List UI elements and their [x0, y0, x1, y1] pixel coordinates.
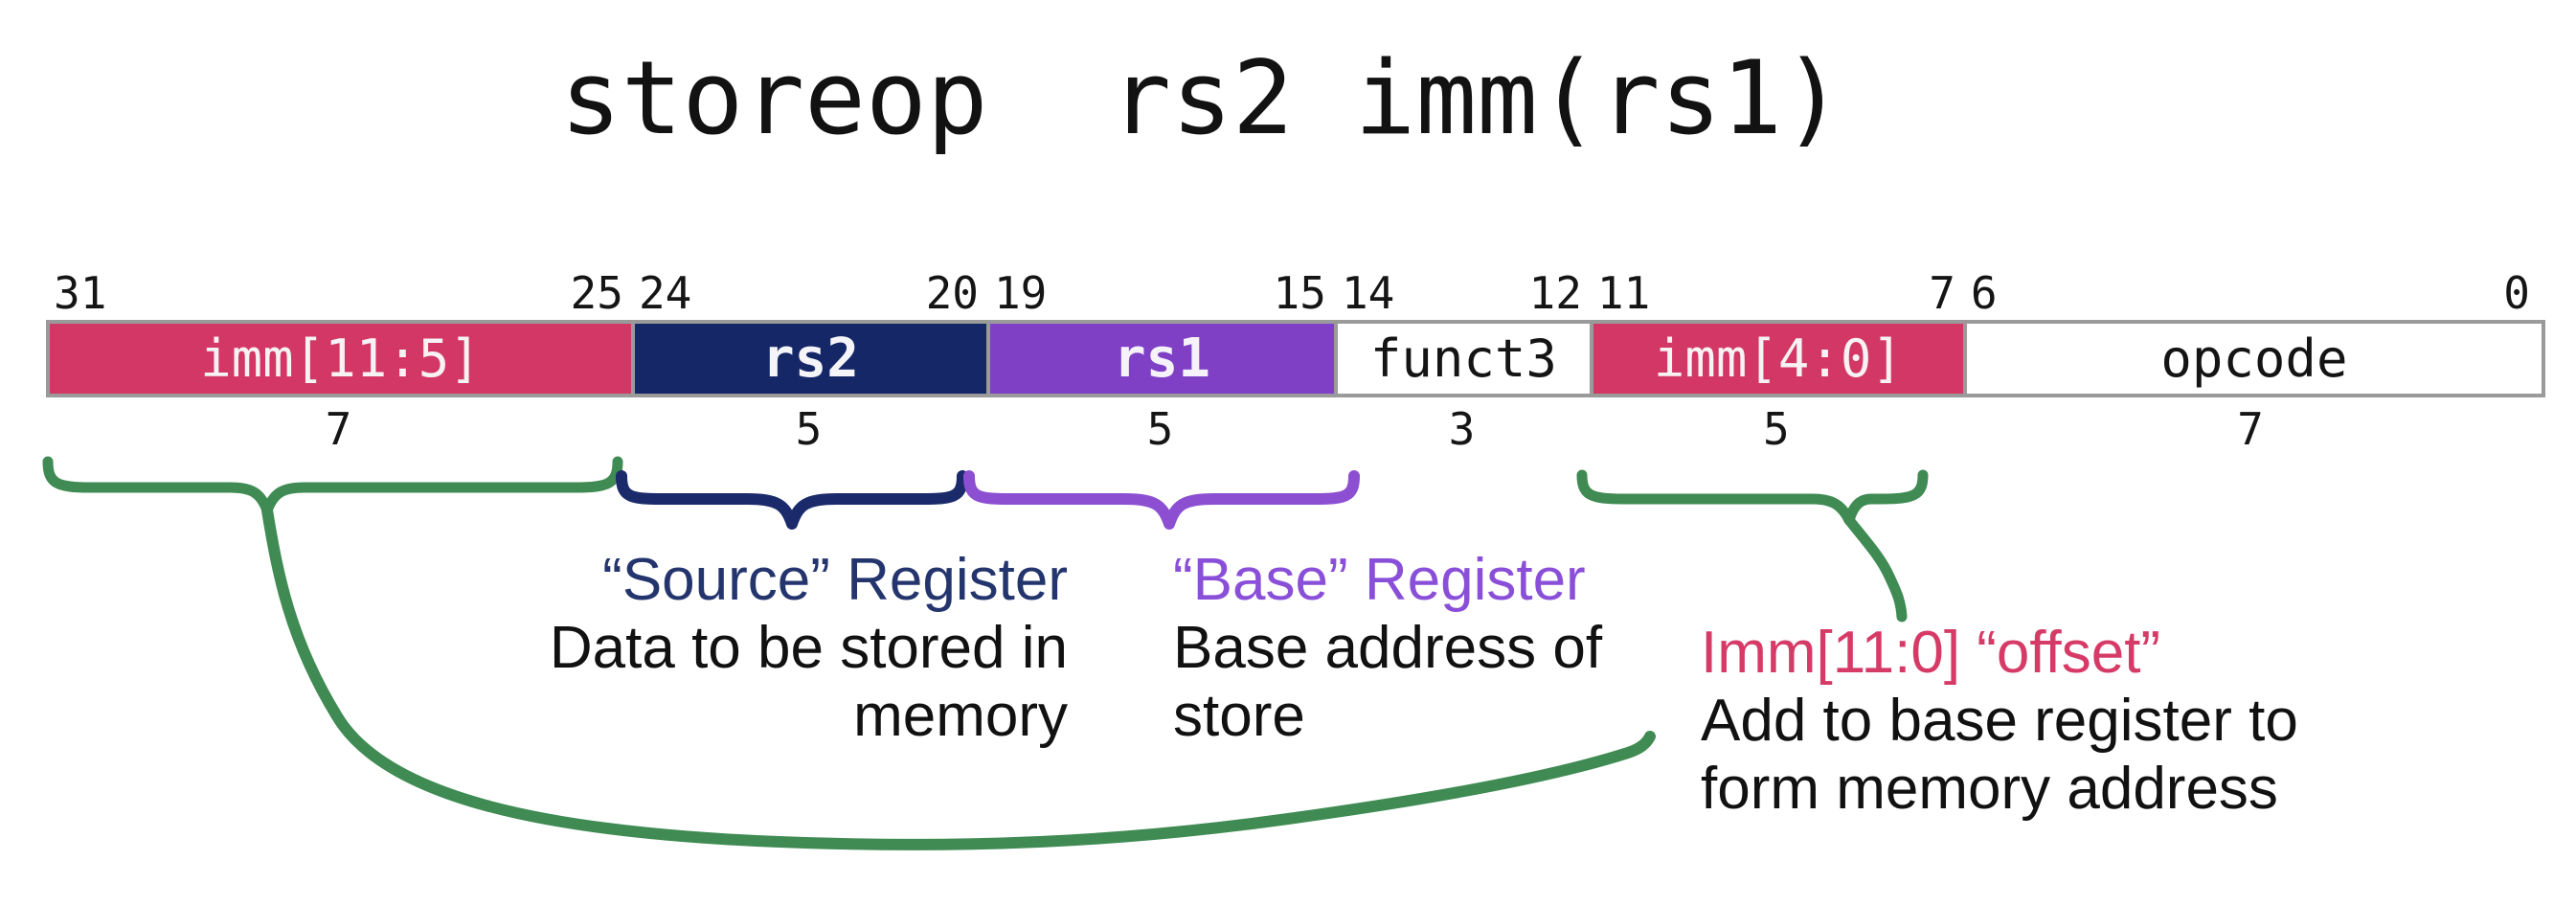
base-register-heading: “Base” Register [1173, 547, 1586, 613]
bit-range-funct3: 14 12 [1334, 270, 1590, 320]
bit-high: 24 [638, 267, 692, 319]
annotation-source-register: “Source” Register Data to be stored in m… [550, 546, 1068, 750]
bit-range-rs2: 24 20 [631, 270, 986, 320]
bit-range-rs1: 19 15 [986, 270, 1334, 320]
bit-low: 20 [925, 267, 979, 319]
width-opcode: 7 [2237, 403, 2264, 455]
bit-low: 0 [2503, 267, 2530, 319]
navy-brace-rs2 [616, 470, 968, 530]
bit-high: 31 [54, 267, 107, 319]
green-brace-imm11-5-left [42, 456, 273, 516]
green-brace-imm4-0-tail [1843, 514, 1908, 623]
field-opcode: opcode [1966, 324, 2542, 394]
width-funct3: 3 [1448, 403, 1476, 455]
field-funct3: funct3 [1337, 324, 1593, 394]
bit-low: 25 [570, 267, 623, 319]
bit-width-row: 7 5 5 3 5 7 [46, 405, 2538, 455]
base-register-line2: store [1173, 683, 1305, 749]
width-rs1: 5 [1146, 403, 1174, 455]
green-brace-imm11-5-right [261, 456, 623, 516]
annotation-base-register: “Base” Register Base address of store [1173, 546, 1602, 750]
width-rs2: 5 [795, 403, 823, 455]
bit-high: 6 [1970, 267, 1998, 319]
width-imm11-5: 7 [325, 403, 352, 455]
field-row: imm[11:5] rs2 rs1 funct3 imm[4:0] opcode [46, 320, 2545, 397]
green-brace-imm4-0-right [1843, 469, 1929, 526]
source-register-heading: “Source” Register [602, 547, 1068, 613]
imm-offset-line2: form memory address [1701, 756, 2278, 822]
bit-range-imm4-0: 11 7 [1590, 270, 1963, 320]
field-imm11-5: imm[11:5] [50, 324, 635, 394]
base-register-line1: Base address of [1173, 615, 1603, 681]
green-brace-imm4-0-left [1576, 469, 1855, 526]
bit-range-opcode: 6 0 [1963, 270, 2538, 320]
bit-high: 11 [1596, 267, 1651, 319]
bit-index-row: 31 25 24 20 19 15 14 12 11 7 6 0 [46, 270, 2538, 320]
source-register-line2: memory [853, 683, 1068, 749]
bitfield-diagram: 31 25 24 20 19 15 14 12 11 7 6 0 [46, 270, 2545, 455]
bit-low: 12 [1528, 267, 1582, 319]
bit-range-imm11-5: 31 25 [46, 270, 631, 320]
width-imm4-0: 5 [1763, 403, 1790, 455]
bit-low: 7 [1929, 267, 1955, 319]
source-register-line1: Data to be stored in [549, 615, 1068, 681]
field-rs2: rs2 [634, 324, 990, 394]
purple-brace-rs1 [963, 470, 1360, 530]
bit-low: 15 [1273, 267, 1326, 319]
bit-high: 14 [1341, 267, 1395, 319]
annotation-imm-offset: Imm[11:0] “offset” Add to base register … [1701, 619, 2298, 823]
bit-high: 19 [993, 267, 1048, 319]
field-imm4-0: imm[4:0] [1593, 324, 1967, 394]
page-title: storeop rs2 imm(rs1) [559, 39, 1844, 157]
imm-offset-line1: Add to base register to [1701, 688, 2298, 754]
imm-offset-heading: Imm[11:0] “offset” [1701, 620, 2161, 686]
field-rs1: rs1 [989, 324, 1338, 394]
